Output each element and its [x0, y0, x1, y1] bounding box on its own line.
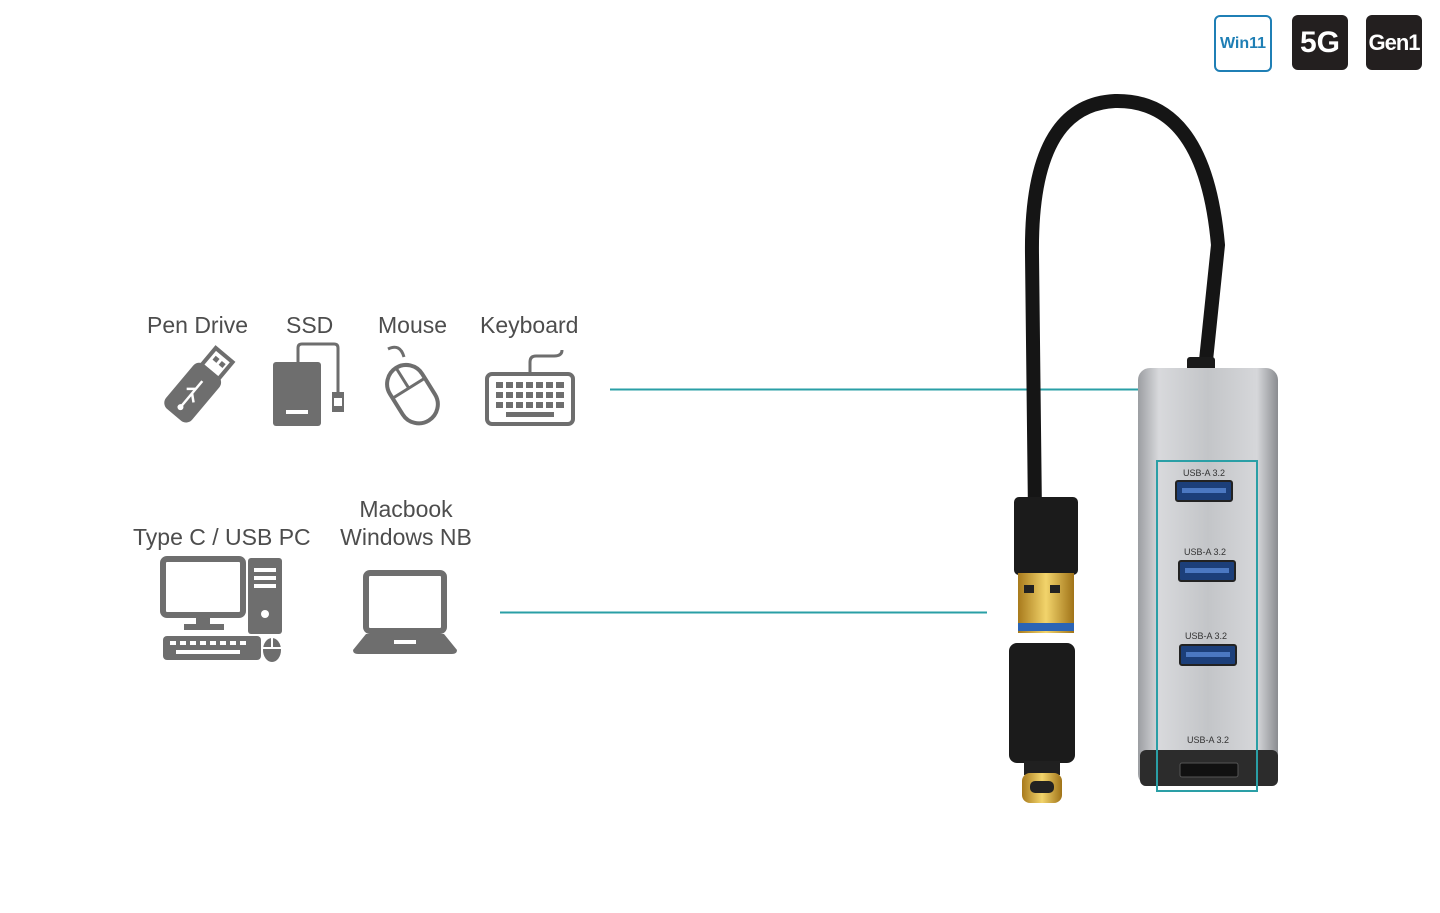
- keyboard-label: Keyboard: [480, 312, 579, 338]
- port-4-label: USB-A 3.2: [1187, 735, 1230, 745]
- usb-cable: [1024, 93, 1226, 522]
- type-c-adapter: [1009, 643, 1075, 763]
- desktop-pc-icon: [160, 556, 282, 662]
- usb-a-plug: [1014, 497, 1078, 575]
- ssd-label: SSD: [286, 312, 334, 338]
- mouse-icon: [385, 345, 440, 426]
- ports-highlight-box: [1156, 460, 1258, 792]
- pc-label: Type C / USB PC: [133, 524, 311, 550]
- laptop-label-line1: Macbook: [359, 496, 453, 522]
- laptop-label-line2: Windows NB: [340, 524, 472, 550]
- port-1-label: USB-A 3.2: [1183, 468, 1226, 478]
- laptop-label: Macbook Windows NB: [340, 495, 472, 551]
- 5g-badge-text: 5G: [1299, 25, 1341, 59]
- gen1-badge-text: Gen1: [1368, 29, 1420, 55]
- gen1-badge: Gen1: [1366, 15, 1422, 70]
- laptop-icon: [353, 570, 457, 654]
- port-3-label: USB-A 3.2: [1185, 631, 1228, 641]
- pen-drive-label: Pen Drive: [147, 312, 248, 338]
- mouse-label: Mouse: [378, 312, 448, 338]
- ssd-icon: [273, 342, 344, 426]
- win11-badge-text: Win11: [1219, 34, 1267, 52]
- keyboard-icon: [485, 349, 575, 426]
- win11-badge: Win11: [1214, 15, 1272, 72]
- port-2-label: USB-A 3.2: [1184, 547, 1227, 557]
- 5g-badge: 5G: [1292, 15, 1348, 70]
- usb-hub-product: [1009, 93, 1278, 803]
- pen-drive-icon: [164, 345, 236, 423]
